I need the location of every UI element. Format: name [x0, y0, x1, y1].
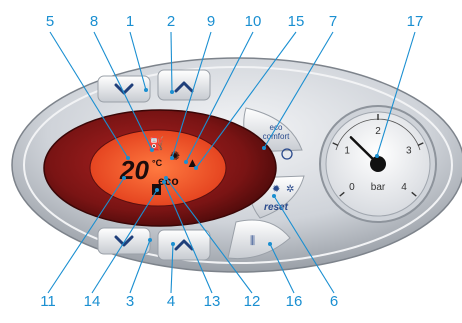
lcd-screen	[89, 129, 227, 207]
leader-line	[91, 189, 158, 294]
leader-dot	[171, 242, 175, 246]
temp-up-button-bottom[interactable]	[157, 229, 211, 261]
chimney-sweep-button[interactable]: ⫼	[227, 219, 291, 260]
chevron-up-icon	[174, 239, 194, 251]
leader-line	[170, 243, 174, 294]
top-callout-2: 2	[167, 13, 175, 30]
leader-line	[185, 31, 254, 163]
leader-line	[269, 243, 295, 294]
leader-dot	[262, 146, 266, 150]
gauge-tick-label: 3	[406, 146, 412, 157]
chevron-down-icon	[114, 235, 134, 247]
gauge-tick	[332, 142, 339, 147]
gauge-unit: bar	[371, 182, 386, 193]
temp-down-button-top[interactable]	[97, 75, 151, 103]
comfort-label: comfort	[263, 132, 290, 141]
leader-line	[129, 31, 147, 91]
radiator-icon: ⫼	[250, 235, 255, 247]
leader-line	[170, 31, 173, 93]
gauge-tick	[339, 191, 345, 197]
pressure-gauge: 0 1 2 3 4 bar	[319, 105, 437, 223]
leader-dot	[164, 176, 168, 180]
leader-dot	[268, 242, 272, 246]
leader-dot	[375, 154, 379, 158]
leader-dot	[148, 238, 152, 242]
leader-dot	[170, 90, 174, 94]
leader-line	[376, 31, 416, 157]
top-callout-7: 7	[329, 13, 337, 30]
bottom-callout-12: 12	[244, 293, 261, 310]
leader-dot	[184, 160, 188, 164]
top-callout-17: 17	[407, 13, 424, 30]
snowflake-icon: ✲	[286, 184, 294, 195]
bottom-callout-3: 3	[126, 293, 134, 310]
temperature-readout: 20	[119, 155, 149, 185]
heating-sun-icon: ✺	[170, 149, 180, 163]
bottom-callout-4: 4	[167, 293, 175, 310]
gauge-tick-label: 1	[344, 146, 350, 157]
panel-inner-rim	[23, 66, 453, 264]
leader-line	[171, 31, 212, 159]
leader-line	[49, 31, 129, 159]
leader-line	[163, 181, 213, 294]
flame-sun-icon: ✹	[272, 184, 280, 195]
leader-dot	[126, 156, 130, 160]
top-callout-15: 15	[288, 13, 305, 30]
callout-leaders	[47, 31, 416, 294]
callouts-top: 5 8 1 2 9 10 15 7 17	[46, 13, 424, 30]
leader-dot	[122, 176, 126, 180]
leader-line	[93, 31, 153, 151]
callouts-bottom: 11 14 3 4 13 12 16 6	[40, 293, 338, 310]
bottom-callout-14: 14	[84, 293, 101, 310]
top-callout-1: 1	[126, 13, 134, 30]
tap-icon: ⛽	[148, 136, 164, 151]
top-callout-10: 10	[245, 13, 262, 30]
leader-dot	[194, 166, 198, 170]
gauge-tick-label: 0	[349, 182, 355, 193]
temp-up-button-top[interactable]	[157, 69, 211, 101]
top-callout-5: 5	[46, 13, 54, 30]
gauge-tick-label: 2	[375, 126, 381, 137]
leader-dot	[150, 148, 154, 152]
leader-line	[129, 239, 151, 294]
bottom-callout-6: 6	[330, 293, 338, 310]
gauge-tick	[411, 191, 417, 197]
bottom-callout-11: 11	[40, 293, 56, 310]
leader-line	[263, 31, 334, 149]
chevron-up-icon	[174, 81, 194, 93]
temperature-unit: °C	[152, 158, 163, 168]
power-icon	[281, 148, 293, 160]
reset-label: reset	[264, 202, 289, 213]
leader-dot	[170, 156, 174, 160]
leader-line	[165, 177, 253, 294]
temp-down-button-bottom[interactable]	[97, 227, 151, 255]
leader-dot	[144, 88, 148, 92]
leader-dot	[272, 194, 276, 198]
leader-line	[47, 177, 125, 294]
leader-dot	[162, 180, 166, 184]
gauge-tick	[417, 142, 424, 147]
leader-dot	[155, 188, 159, 192]
top-callout-8: 8	[90, 13, 98, 30]
gauge-hub	[370, 156, 386, 172]
bottom-callout-16: 16	[286, 293, 303, 310]
leader-line	[273, 195, 335, 294]
bottom-callout-13: 13	[204, 293, 221, 310]
leader-line	[195, 31, 297, 169]
top-callout-9: 9	[207, 13, 215, 30]
gauge-tick-label: 4	[401, 182, 407, 193]
